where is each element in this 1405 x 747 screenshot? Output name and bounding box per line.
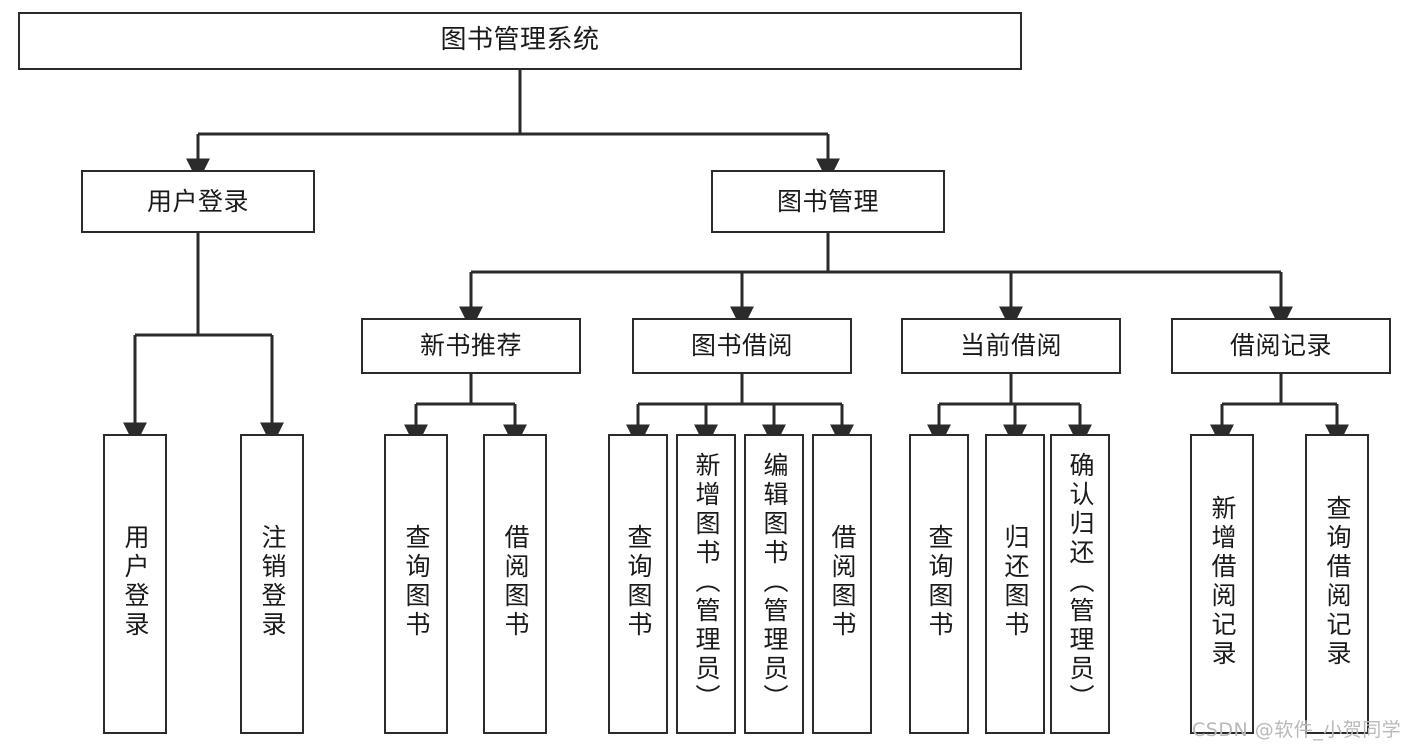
edge-group-book-borrow bbox=[626, 374, 854, 449]
node-leaf-user-logout[interactable]: 注销登录 bbox=[240, 434, 304, 734]
node-leaf-borrow-book-2-label: 借阅图书 bbox=[828, 524, 857, 640]
node-leaf-borrow-book-1[interactable]: 借阅图书 bbox=[483, 434, 547, 734]
node-leaf-query-record-label: 查询借阅记录 bbox=[1323, 495, 1352, 669]
edge-group-root bbox=[186, 70, 840, 183]
edge-group-current-borrow bbox=[927, 374, 1092, 449]
node-leaf-query-book-3-label: 查询图书 bbox=[925, 524, 954, 640]
node-borrow-record-label: 借阅记录 bbox=[1229, 331, 1332, 360]
node-borrow-record[interactable]: 借阅记录 bbox=[1171, 318, 1391, 374]
node-leaf-borrow-book-2[interactable]: 借阅图书 bbox=[812, 434, 872, 734]
node-root[interactable]: 图书管理系统 bbox=[18, 12, 1022, 70]
node-leaf-return-book[interactable]: 归还图书 bbox=[985, 434, 1045, 734]
node-leaf-query-book-1-label: 查询图书 bbox=[402, 524, 431, 640]
node-user-login-label: 用户登录 bbox=[146, 186, 249, 216]
node-leaf-borrow-book-1-label: 借阅图书 bbox=[501, 524, 530, 640]
node-book-manage[interactable]: 图书管理 bbox=[711, 170, 945, 233]
edge-group-borrow-record bbox=[1210, 374, 1349, 449]
node-leaf-edit-book[interactable]: 编辑图书（管理员） bbox=[744, 434, 804, 734]
node-leaf-query-record[interactable]: 查询借阅记录 bbox=[1305, 434, 1369, 734]
node-leaf-add-book-label: 新增图书（管理员） bbox=[692, 451, 721, 713]
node-leaf-add-record[interactable]: 新增借阅记录 bbox=[1190, 434, 1254, 734]
node-leaf-user-logout-label: 注销登录 bbox=[258, 524, 287, 640]
edge-group-new-book-recommend bbox=[404, 374, 527, 449]
node-leaf-query-book-1[interactable]: 查询图书 bbox=[384, 434, 448, 734]
node-leaf-confirm-return[interactable]: 确认归还（管理员） bbox=[1050, 434, 1110, 734]
node-leaf-query-book-3[interactable]: 查询图书 bbox=[909, 434, 969, 734]
node-root-label: 图书管理系统 bbox=[440, 25, 600, 56]
node-new-book-recommend-label: 新书推荐 bbox=[419, 331, 522, 360]
node-leaf-user-login[interactable]: 用户登录 bbox=[103, 434, 167, 734]
node-leaf-edit-book-label: 编辑图书（管理员） bbox=[760, 451, 789, 713]
node-new-book-recommend[interactable]: 新书推荐 bbox=[361, 318, 581, 374]
node-leaf-add-record-label: 新增借阅记录 bbox=[1208, 495, 1237, 669]
node-leaf-query-book-2-label: 查询图书 bbox=[624, 524, 653, 640]
node-leaf-return-book-label: 归还图书 bbox=[1001, 524, 1030, 640]
node-book-borrow-label: 图书借阅 bbox=[690, 331, 793, 360]
node-leaf-confirm-return-label: 确认归还（管理员） bbox=[1066, 451, 1095, 713]
node-leaf-add-book[interactable]: 新增图书（管理员） bbox=[676, 434, 736, 734]
node-leaf-user-login-label: 用户登录 bbox=[121, 524, 150, 640]
node-user-login[interactable]: 用户登录 bbox=[81, 170, 315, 233]
node-current-borrow[interactable]: 当前借阅 bbox=[901, 318, 1121, 374]
node-leaf-query-book-2[interactable]: 查询图书 bbox=[608, 434, 668, 734]
edge-group-user-login bbox=[123, 233, 284, 447]
node-book-manage-label: 图书管理 bbox=[776, 186, 879, 216]
edge-group-book-manage bbox=[459, 233, 1293, 331]
node-book-borrow[interactable]: 图书借阅 bbox=[632, 318, 852, 374]
csdn-watermark: CSDN @软件_小贺同学 bbox=[1192, 719, 1402, 741]
node-current-borrow-label: 当前借阅 bbox=[959, 331, 1062, 360]
